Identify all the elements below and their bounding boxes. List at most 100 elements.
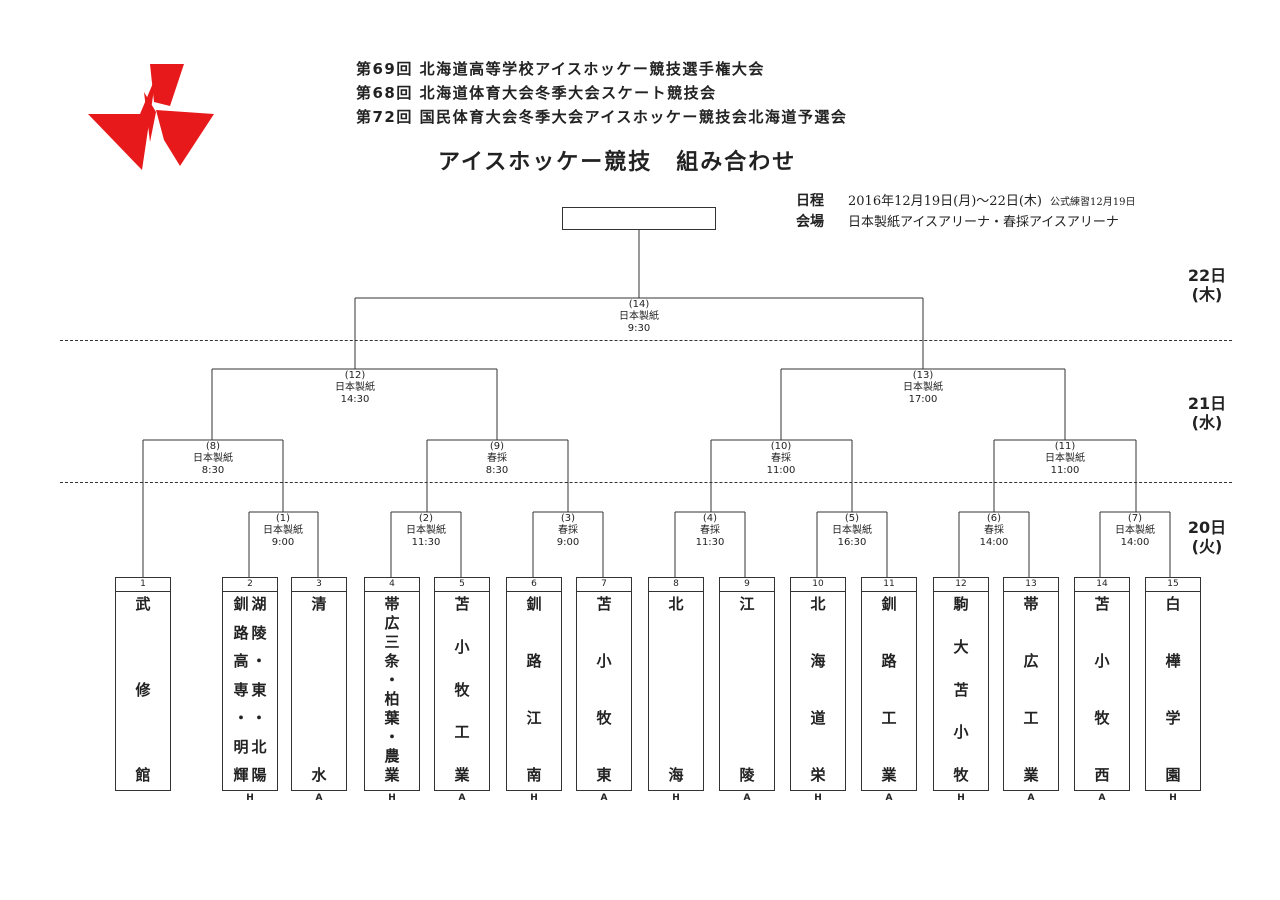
- team-name-char: 苫: [953, 680, 969, 699]
- home-away-marker: A: [458, 793, 466, 803]
- team-name-char: 苫: [454, 595, 470, 613]
- day-label-20: 20日(火): [1187, 518, 1227, 556]
- team-name-char: 北: [251, 737, 267, 756]
- team-name-char: 帯: [1023, 595, 1039, 613]
- team-name-char: 小: [596, 652, 612, 670]
- day-separator: [60, 340, 1232, 341]
- team-name-char: 大: [953, 637, 969, 656]
- team-name-char: 柏: [384, 690, 400, 708]
- tournament-title-3: 第72回 国民体育大会冬季大会アイスホッケー競技会北海道予選会: [356, 108, 848, 126]
- bracket-game-6: [958, 511, 1030, 577]
- team-name-char: 条: [384, 652, 400, 670]
- team-name-char: 陵: [739, 766, 755, 784]
- team-name-column: 武修館: [135, 596, 150, 784]
- team-name-char: 牧: [454, 680, 470, 699]
- team-name-char: 北: [810, 595, 826, 613]
- bracket-game-8: [142, 439, 284, 577]
- home-away-marker: H: [672, 793, 680, 803]
- day-separator: [60, 482, 1232, 483]
- team-name-char: 釧: [881, 595, 897, 613]
- team-seed: 15: [1146, 578, 1200, 592]
- bracket-game-10: [710, 439, 853, 512]
- team-seed: 11: [862, 578, 916, 592]
- bracket-semi-right: [780, 368, 1066, 440]
- team-name-column: 帯広三条・柏葉・農業: [384, 596, 399, 784]
- team-name-char: 葉: [384, 709, 400, 727]
- team-name-char: 栄: [810, 766, 826, 784]
- team-name-char: ・: [384, 728, 400, 746]
- day-label-21: 21日(水): [1187, 394, 1227, 432]
- team-name: 苫小牧東: [577, 596, 631, 784]
- team-name-char: 帯: [384, 595, 400, 613]
- team-name: 帯広工業: [1004, 596, 1058, 784]
- home-away-marker: A: [1098, 793, 1106, 803]
- home-away-marker: H: [530, 793, 538, 803]
- team-name-char: 工: [454, 723, 470, 742]
- team-name-char: 三: [384, 633, 400, 651]
- home-away-marker: A: [315, 793, 323, 803]
- team-name-char: 路: [526, 652, 542, 670]
- team-name-char: 北: [668, 595, 684, 613]
- team-name-char: 海: [668, 766, 684, 784]
- team-name-char: ・: [251, 709, 267, 727]
- team-seed: 9: [720, 578, 774, 592]
- team-name-column: 江陵: [739, 596, 754, 784]
- team-name-char: 学: [1165, 709, 1181, 727]
- team-name-char: 小: [454, 637, 470, 656]
- team-name-column: 北海: [668, 596, 683, 784]
- team-name: 釧路高専・明輝湖陵・東・北陽: [223, 596, 277, 784]
- team-seed: 14: [1075, 578, 1129, 592]
- team-name-char: 牧: [596, 709, 612, 727]
- team-name-char: 陽: [251, 766, 267, 784]
- team-name-char: 館: [135, 766, 151, 784]
- team-name-column: 苫小牧東: [596, 596, 611, 784]
- team-seed: 7: [577, 578, 631, 592]
- team-seed: 2: [223, 578, 277, 592]
- team-name-char: 業: [384, 766, 400, 784]
- team-name-char: 牧: [953, 766, 969, 784]
- team-name-char: 陵: [251, 623, 267, 642]
- team-name-char: 路: [881, 652, 897, 670]
- team-name-char: 東: [596, 766, 612, 784]
- team-name: 苫小牧工業: [435, 596, 489, 784]
- team-name-char: 広: [1023, 652, 1039, 670]
- team-name-char: 釧: [233, 595, 249, 613]
- day-label-22: 22日(木): [1187, 266, 1227, 304]
- team-name-column: 清水: [311, 596, 326, 784]
- home-away-marker: A: [1027, 793, 1035, 803]
- team-seed: 10: [791, 578, 845, 592]
- team-name-char: 業: [1023, 766, 1039, 784]
- schedule-label: 日程: [796, 193, 824, 209]
- team-name-char: 専: [233, 680, 249, 699]
- team-name-char: ・: [233, 709, 249, 727]
- team-name: 釧路江南: [507, 596, 561, 784]
- team-name-char: 牧: [1094, 709, 1110, 727]
- team-seed: 13: [1004, 578, 1058, 592]
- team-name-column: 釧路江南: [526, 596, 541, 784]
- team-name-char: 工: [1023, 709, 1039, 727]
- team-name-column: 釧路高専・明輝: [233, 596, 248, 784]
- champion-box: [562, 207, 716, 230]
- team-name-char: 清: [311, 595, 327, 613]
- team-seed: 5: [435, 578, 489, 592]
- team-name-char: 樺: [1165, 652, 1181, 670]
- team-name-char: 広: [384, 614, 400, 632]
- team-seed: 1: [116, 578, 170, 592]
- team-name: 北海: [649, 596, 703, 784]
- home-away-marker: A: [600, 793, 608, 803]
- team-name-char: 路: [233, 623, 249, 642]
- team-name-char: 修: [135, 680, 151, 699]
- team-name-column: 苫小牧西: [1094, 596, 1109, 784]
- home-away-marker: A: [743, 793, 751, 803]
